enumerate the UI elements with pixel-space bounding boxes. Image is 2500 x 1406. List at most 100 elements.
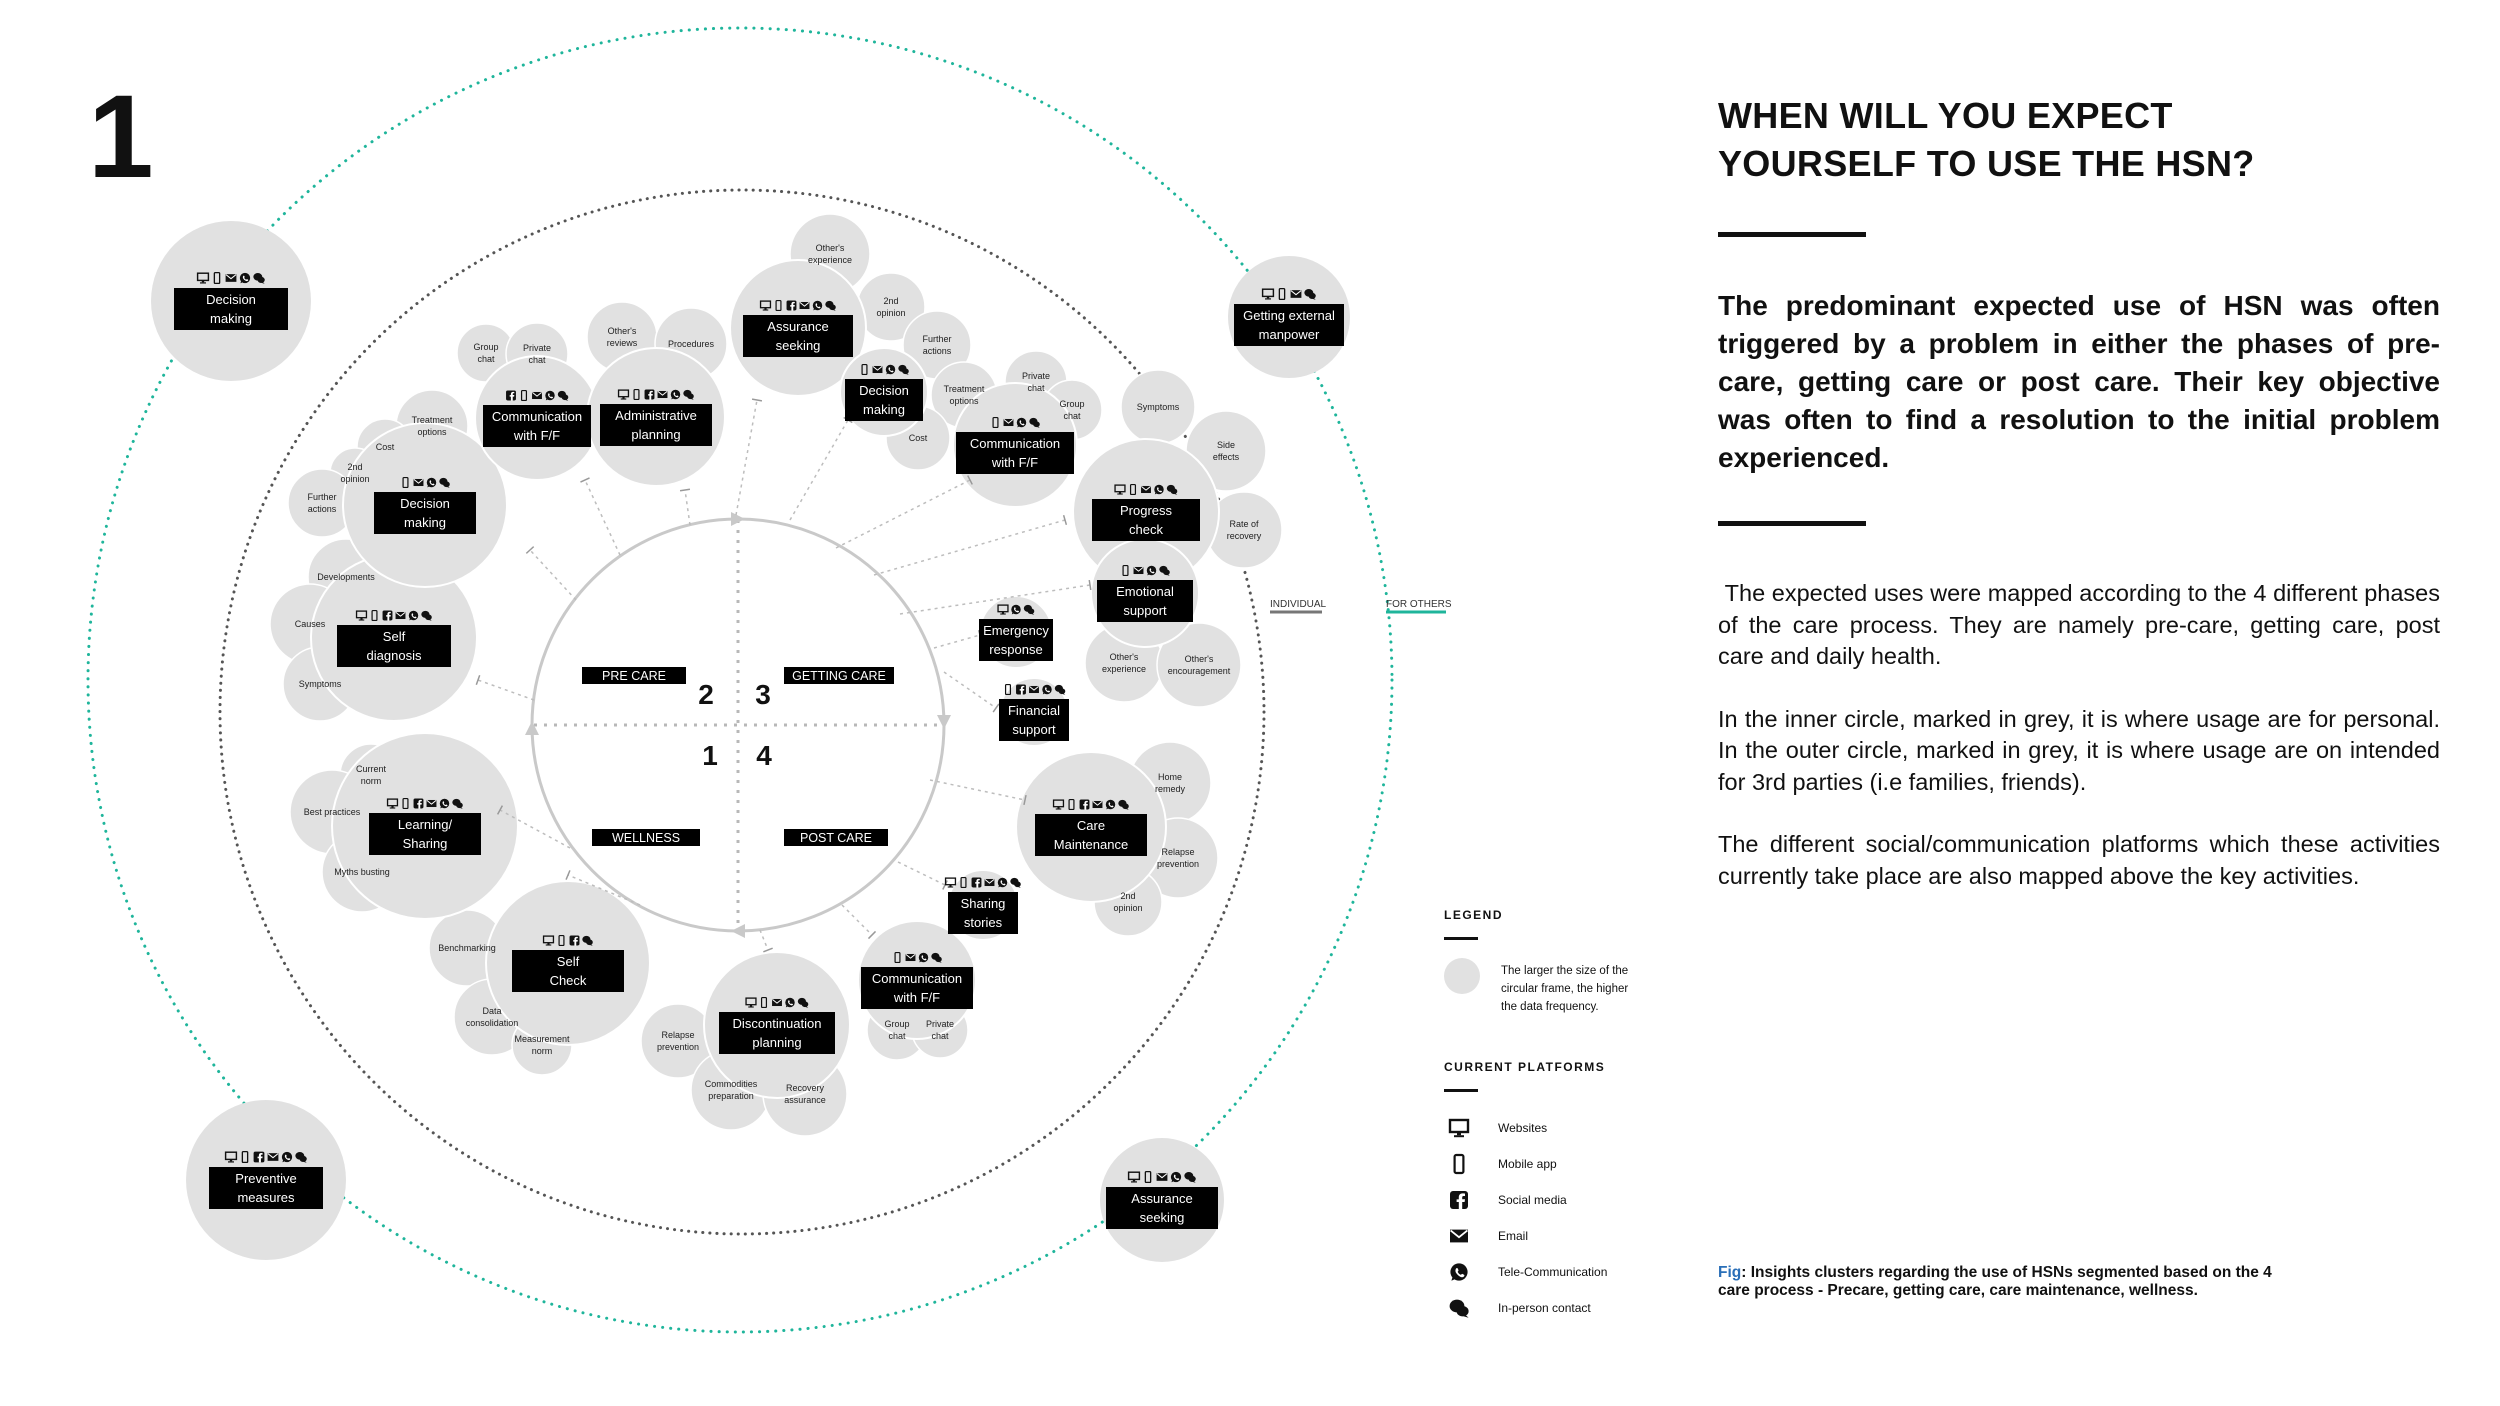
- whatsapp-icon: [1154, 484, 1164, 495]
- label-box: [948, 892, 1018, 934]
- divider: [1718, 232, 1866, 237]
- connector-cap: [1088, 579, 1092, 591]
- chat-icon: [1010, 877, 1021, 888]
- chat-icon: [1118, 799, 1129, 810]
- phase-label: POST CARE: [800, 831, 872, 845]
- chat-icon: [421, 610, 432, 621]
- whatsapp-icon: [785, 997, 795, 1008]
- platform-row: Social media: [1444, 1182, 1704, 1218]
- email-icon: [799, 301, 810, 310]
- inner-ring: [218, 188, 1266, 1236]
- facebook-icon: [1079, 799, 1090, 810]
- chat-icon: [557, 390, 569, 401]
- chat-icon: [1444, 1297, 1474, 1319]
- phone-icon: [402, 797, 409, 810]
- label-box: [600, 404, 712, 446]
- email-icon: [413, 478, 424, 487]
- key-node-learning-sharing: Learning/Sharing: [369, 797, 481, 855]
- whatsapp-icon: [281, 1151, 293, 1163]
- monitor-icon: [542, 935, 555, 946]
- connector-cap: [751, 398, 763, 402]
- email-icon: [872, 365, 883, 374]
- monitor-icon: [1052, 799, 1065, 810]
- phone-icon: [633, 388, 640, 401]
- email-icon: [1156, 1173, 1168, 1181]
- whatsapp-icon: [426, 477, 437, 488]
- monitor-icon: [1127, 1171, 1141, 1183]
- sub-topic-label: Symptoms: [299, 679, 342, 689]
- phase-number: 1: [702, 740, 718, 771]
- whatsapp-icon: [1016, 417, 1027, 428]
- phone-icon: [760, 996, 768, 1009]
- chat-icon: [1029, 417, 1040, 428]
- legend-size-note: The larger the size of the circular fram…: [1501, 965, 1629, 1013]
- connector-line: [789, 419, 849, 521]
- phone-icon: [1129, 483, 1137, 496]
- label-box: [956, 432, 1074, 474]
- email-icon: [1290, 290, 1302, 298]
- phone-icon: [402, 476, 409, 489]
- facebook-icon: [1444, 1189, 1474, 1211]
- outer-ring: [86, 26, 1394, 1334]
- email-icon: [1092, 800, 1103, 809]
- lead-bold: problem: [1928, 328, 2040, 359]
- connector-line: [477, 679, 535, 701]
- connector-cap: [496, 805, 504, 815]
- connector-line: [684, 489, 691, 526]
- phone-icon: [371, 609, 378, 622]
- lead-text-2: in either the phases of pre-care, gettin…: [1718, 328, 2440, 473]
- email-icon: [395, 611, 406, 620]
- phase-number: 4: [756, 740, 772, 771]
- monitor-icon: [224, 1151, 238, 1163]
- platform-row: Email: [1444, 1218, 1704, 1254]
- whatsapp-icon: [408, 610, 419, 621]
- phone-icon: [1144, 1170, 1152, 1184]
- phone-icon: [1068, 798, 1075, 811]
- email-icon: [905, 953, 916, 962]
- email-icon: [267, 1153, 279, 1161]
- platform-label: Websites: [1498, 1121, 1548, 1135]
- label-box: [1035, 814, 1147, 856]
- connector-cap: [525, 546, 535, 554]
- label-box: [743, 315, 853, 357]
- monitor-icon: [745, 997, 757, 1008]
- connector-line: [897, 861, 946, 886]
- body-paragraph: The different social/communication platf…: [1718, 831, 2440, 889]
- sub-topic-label: Cost: [909, 433, 928, 443]
- label-box: [1092, 499, 1200, 541]
- facebook-icon: [1450, 1191, 1468, 1209]
- whatsapp-icon: [1444, 1261, 1474, 1283]
- connector-line: [735, 399, 758, 516]
- email-icon: [1029, 685, 1039, 694]
- whatsapp-icon: [1011, 604, 1021, 615]
- legend-rule: [1444, 937, 1478, 940]
- body-paragraph: The expected uses were mapped according …: [1718, 580, 2447, 669]
- email-icon: [1450, 1229, 1468, 1243]
- connector-line: [873, 519, 1066, 576]
- facebook-icon: [786, 300, 797, 311]
- cycle-arrow: [937, 715, 951, 729]
- facebook-icon: [971, 877, 982, 888]
- label-box: [483, 405, 591, 447]
- chat-icon: [1184, 1171, 1196, 1183]
- label-box: [1097, 580, 1193, 622]
- phone-icon: [960, 876, 967, 889]
- legend-title: LEGEND: [1444, 908, 1504, 922]
